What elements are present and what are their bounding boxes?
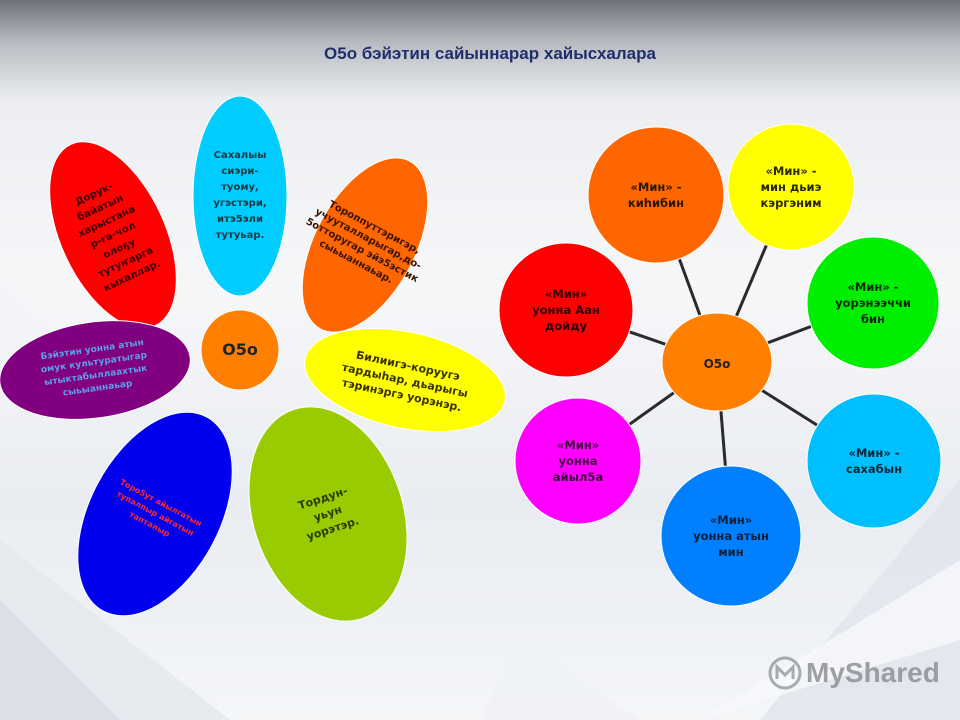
flower-petal	[248, 406, 408, 622]
network-node-label: «Мин» уонна айыл5а	[552, 438, 604, 484]
flower-petal	[301, 157, 429, 333]
flower-petal-text: Сахалыы сиэри- туому, угэстэри, итэ5эли …	[213, 150, 267, 241]
flower-petal	[49, 141, 177, 329]
myshared-logo: MyShared	[768, 656, 940, 690]
network-hub	[661, 312, 773, 412]
network-hub-label: О5о	[703, 357, 731, 371]
network-node-label: «Мин» уонна атын мин	[693, 513, 769, 559]
network-node	[727, 123, 855, 251]
network-node	[806, 236, 940, 370]
flower-petal	[304, 327, 506, 433]
network-node-label: «Мин» - сахабын	[845, 446, 903, 476]
network-node	[514, 397, 642, 525]
network-node-label: «Мин» - киhибин	[627, 180, 685, 210]
page-title: О5о бэйэтин сайыннарар хайысхалара	[324, 44, 656, 63]
network-node	[587, 126, 725, 264]
flower-center-label: О5о	[222, 340, 258, 359]
logo-text: MyShared	[806, 657, 940, 688]
network-node-label: «Мин» уонна Аан дойду	[532, 287, 600, 333]
network-node-label: «Мин» - уорэнээччи бин	[835, 280, 911, 326]
flower-petal	[192, 95, 288, 297]
flower-center	[200, 309, 280, 391]
network-node	[806, 393, 942, 529]
network-node	[498, 242, 634, 378]
network-node-label: «Мин» - мин дьиэ кэргэним	[760, 164, 822, 210]
flower-diagram	[0, 95, 506, 622]
network-diagram	[498, 123, 942, 607]
logo-icon	[768, 656, 802, 690]
network-node	[660, 465, 802, 607]
flower-petal	[77, 411, 233, 617]
flower-petal	[0, 320, 191, 420]
